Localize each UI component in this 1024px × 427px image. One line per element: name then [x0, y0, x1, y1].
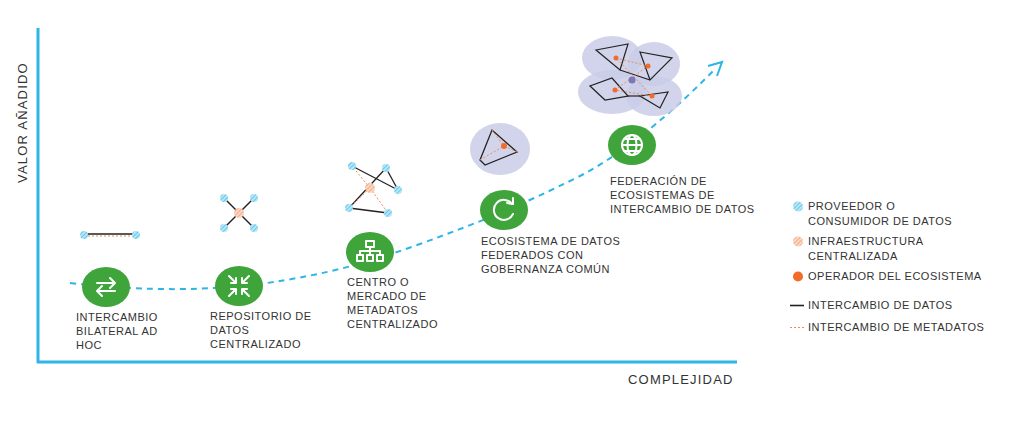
legend-text: PROVEEDOR O CONSUMIDOR DE DATOS	[808, 199, 978, 229]
x-axis	[37, 361, 737, 364]
stage-icon	[215, 266, 263, 306]
stage-node: ECOSISTEMA DE DATOS FEDERADOS CON GOBERN…	[480, 190, 656, 276]
stage-label: ECOSISTEMA DE DATOS FEDERADOS CON GOBERN…	[481, 234, 656, 276]
stage-label: REPOSITORIO DE DATOS CENTRALIZADO	[210, 309, 320, 351]
legend-swatch	[790, 234, 806, 249]
legend-item: INTERCAMBIO DE DATOS	[790, 298, 1015, 313]
repository-sketch	[220, 194, 258, 232]
axis-title: COMPLEJIDAD	[628, 372, 734, 387]
stage-label: CENTRO O MERCADO DE METADATOS CENTRALIZA…	[347, 275, 465, 331]
stage-node: INTERCAMBIO BILATERAL AD HOC	[76, 267, 168, 352]
legend-item: PROVEEDOR O CONSUMIDOR DE DATOS	[790, 199, 1015, 229]
federation-sketch	[578, 36, 682, 116]
legend-item: OPERADOR DEL ECOSISTEMA	[790, 269, 1015, 284]
legend-item: INTERCAMBIO DE METADATOS	[790, 320, 1015, 335]
stage-icon	[346, 232, 394, 272]
legend-text: INFRAESTRUCTURA CENTRALIZADA	[808, 234, 978, 264]
trend-arrowhead	[708, 62, 722, 76]
legend-text: INTERCAMBIO DE METADATOS	[808, 320, 1008, 335]
legend-swatch	[790, 320, 806, 335]
bilateral-sketch	[80, 231, 140, 239]
stage-label: INTERCAMBIO BILATERAL AD HOC	[76, 310, 168, 352]
legend-text: INTERCAMBIO DE DATOS	[808, 298, 1008, 313]
stage-node: FEDERACIÓN DE ECOSISTEMAS DE INTERCAMBIO…	[608, 125, 760, 216]
stage-icon	[608, 125, 656, 165]
hub-sketch	[345, 162, 402, 217]
ecosystem-sketch	[470, 123, 530, 175]
axis-title: VALOR AÑADIDO	[15, 62, 30, 183]
legend-text: OPERADOR DEL ECOSISTEMA	[808, 269, 1008, 284]
stage-icon	[82, 267, 130, 307]
legend-swatch	[790, 298, 806, 313]
legend-swatch	[790, 199, 806, 214]
y-axis	[37, 28, 40, 363]
legend-item: INFRAESTRUCTURA CENTRALIZADA	[790, 234, 1015, 264]
stage-icon	[480, 190, 528, 230]
legend-swatch	[790, 269, 806, 284]
stage-label: FEDERACIÓN DE ECOSISTEMAS DE INTERCAMBIO…	[610, 174, 760, 216]
stage-node: REPOSITORIO DE DATOS CENTRALIZADO	[210, 266, 320, 351]
stage-node: CENTRO O MERCADO DE METADATOS CENTRALIZA…	[346, 232, 465, 331]
